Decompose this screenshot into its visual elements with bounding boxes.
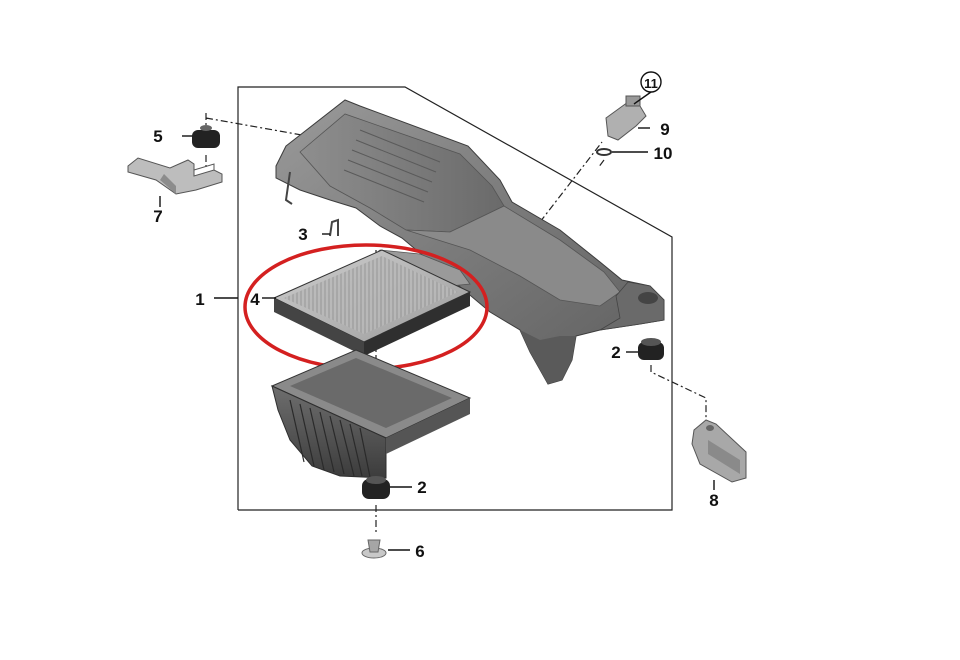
callout-1: 1 (195, 290, 204, 309)
callout-7: 7 (153, 207, 162, 226)
callout-11: 11 (644, 76, 658, 91)
callout-2-right: 2 (611, 343, 620, 362)
callout-leaders (159, 91, 715, 551)
callout-5: 5 (153, 127, 162, 146)
callout-10: 10 (654, 144, 673, 163)
seal-ring-10 (596, 148, 612, 156)
callout-circle-11 (640, 71, 662, 93)
screw-6 (361, 539, 387, 559)
rubber-mount-2-bottom (362, 476, 390, 499)
callout-4: 4 (250, 290, 260, 309)
callout-8: 8 (709, 491, 718, 510)
bracket-7 (127, 157, 223, 195)
air-filter-element (272, 249, 472, 356)
assembly-frame (237, 86, 673, 511)
bracket-8 (691, 419, 747, 483)
callout-9: 9 (660, 120, 669, 139)
air-mass-sensor-9 (605, 95, 647, 141)
rubber-mount-2-right (638, 338, 664, 360)
callout-2-bottom: 2 (417, 478, 426, 497)
air-filter-housing (270, 349, 472, 479)
rubber-mount-5 (192, 125, 220, 148)
callout-6: 6 (415, 542, 424, 561)
callout-3: 3 (298, 225, 307, 244)
